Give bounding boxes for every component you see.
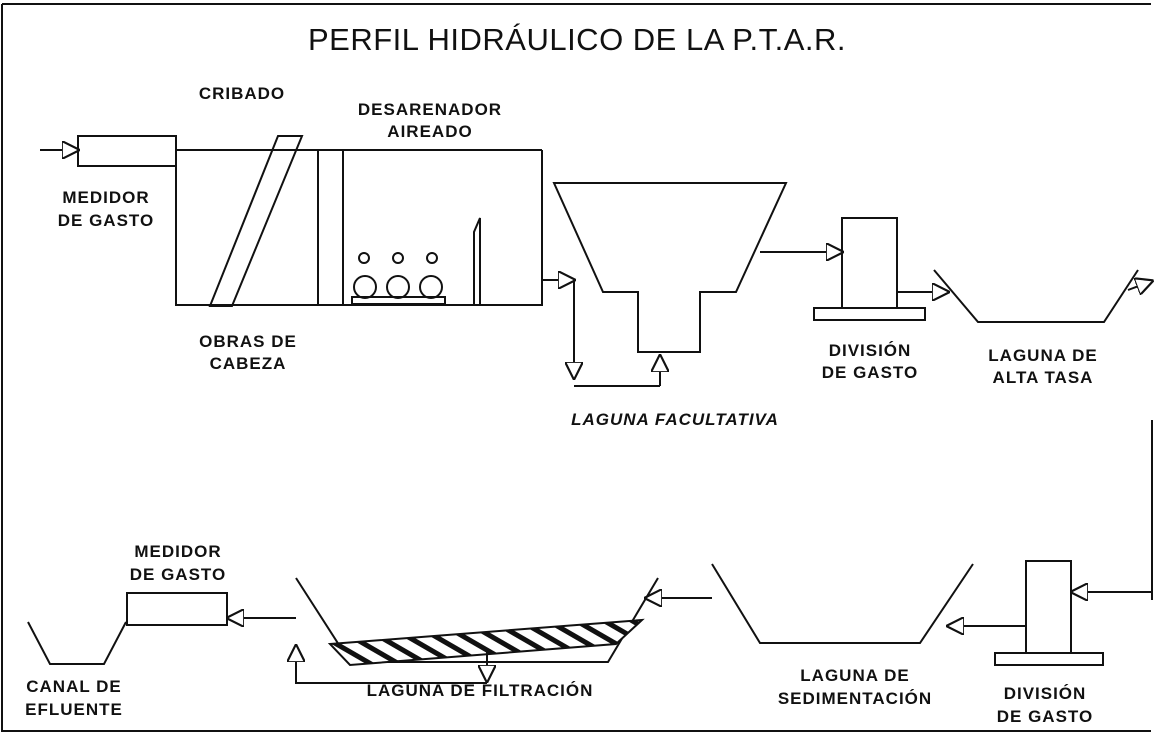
effluent-channel (27, 621, 127, 665)
flow-division-2 (1025, 560, 1072, 654)
filter-media (327, 618, 645, 667)
label-headworks-line-1: OBRAS DE (199, 332, 297, 351)
label-facultative-lagoon: LAGUNA FACULTATIVA (571, 410, 779, 429)
sedimentation-lagoon (711, 563, 974, 644)
diffuser (419, 275, 443, 299)
flow-division-2-base (994, 652, 1104, 666)
label-filtration-lagoon: LAGUNA DE FILTRACIÓN (366, 681, 594, 700)
label-grit-chamber-line-1: DESARENADOR (357, 100, 503, 119)
label-flow-division-1-line-2: DE GASTO (821, 363, 919, 382)
label-sedimentation-lagoon-line-1: LAGUNA DE (800, 666, 910, 685)
label-inlet-meter-line-1: MEDIDOR (62, 188, 150, 207)
label-headworks-line-2: CABEZA (209, 354, 287, 373)
diffuser (358, 252, 370, 264)
label-flow-division-1-line-1: DIVISIÓN (828, 341, 912, 360)
diffuser (426, 252, 438, 264)
facultative-lagoon (552, 182, 788, 353)
label-high-rate-lagoon-line-1: LAGUNA DE (988, 346, 1098, 365)
headworks-tank (175, 150, 543, 306)
diffuser-base (351, 296, 446, 305)
screen (208, 135, 304, 307)
label-outlet-meter-line-1: MEDIDOR (134, 542, 222, 561)
flow-division-1 (841, 217, 898, 309)
high-rate-lagoon (933, 269, 1139, 323)
flow-division-1-base (813, 307, 926, 321)
label-grit-chamber-line-2: AIREADO (387, 122, 473, 141)
label-flow-division-2-line-2: DE GASTO (996, 707, 1094, 726)
label-sedimentation-lagoon-line-2: SEDIMENTACIÓN (777, 689, 933, 708)
frame-border (1, 3, 1151, 732)
label-effluent-channel-line-2: EFLUENTE (25, 700, 123, 719)
label-flow-division-2-line-1: DIVISIÓN (1003, 684, 1087, 703)
diffuser (392, 252, 404, 264)
label-high-rate-lagoon-line-2: ALTA TASA (992, 368, 1094, 387)
label-inlet-meter-line-2: DE GASTO (57, 211, 155, 230)
diagram-title: PERFIL HIDRÁULICO DE LA P.T.A.R. (308, 22, 846, 57)
label-outlet-meter-line-2: DE GASTO (129, 565, 227, 584)
inlet-flow-meter (77, 135, 177, 167)
diffuser (386, 275, 410, 299)
baffle (473, 217, 481, 305)
label-effluent-channel-line-1: CANAL DE (26, 677, 122, 696)
label-screening: CRIBADO (198, 84, 286, 103)
outlet-flow-meter (126, 592, 228, 626)
diffuser (353, 275, 377, 299)
